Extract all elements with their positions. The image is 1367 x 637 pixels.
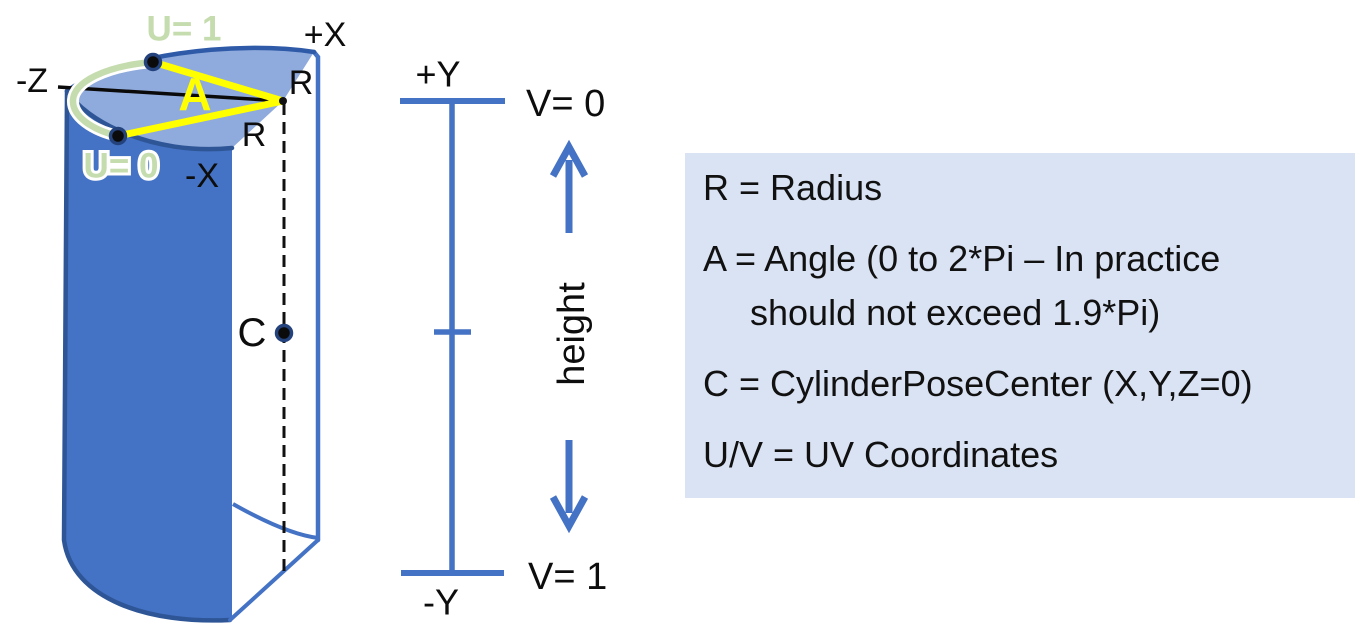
legend-item-radius: R = Radius — [703, 167, 883, 208]
point-u0 — [108, 126, 128, 146]
label-height: height — [551, 282, 593, 386]
down-arrow-head — [549, 495, 589, 534]
cylinder-body-outline — [61, 88, 233, 623]
label-plus-y: +Y — [415, 54, 460, 95]
uv-seam-arc — [69, 58, 157, 140]
bottom-back-arc — [232, 502, 319, 540]
cylinder-pose-center-point — [274, 323, 294, 343]
angle-radius-u1 — [149, 58, 287, 105]
label-u1: U= 1 — [147, 10, 222, 49]
label-center-c: C — [238, 311, 267, 355]
label-v1: V= 1 — [528, 556, 607, 598]
height-axis: +Y -Y V= 0 V= 1 height — [400, 54, 607, 623]
legend-box: R = Radius A = Angle (0 to 2*Pi – In pra… — [685, 153, 1355, 498]
legend-item-angle: A = Angle (0 to 2*Pi – In practice shoul… — [703, 232, 1345, 340]
point-u1 — [143, 52, 163, 72]
top-center-point — [279, 97, 287, 105]
legend-item-angle-line2: should not exceed 1.9*Pi) — [750, 292, 1161, 333]
legend-item-center: C = CylinderPoseCenter (X,Y,Z=0) — [703, 363, 1253, 404]
label-radius-front: R — [242, 116, 267, 154]
cut-bottom-edge — [228, 538, 320, 622]
legend-item-uv: U/V = UV Coordinates — [703, 434, 1059, 475]
label-plus-x: +X — [304, 16, 347, 54]
label-minus-x: -X — [185, 157, 219, 195]
up-arrow-head — [549, 139, 589, 178]
label-angle-a: A — [178, 68, 211, 120]
label-minus-y: -Y — [423, 582, 459, 623]
label-radius-top: R — [289, 64, 314, 102]
radius-line-to-minus-z — [57, 85, 284, 103]
label-u0: U= 0 — [84, 147, 159, 186]
cylinder-top-face — [67, 47, 314, 150]
label-minus-z: -Z — [16, 62, 48, 100]
cut-right-edge — [311, 49, 321, 543]
cylinder-body — [64, 91, 232, 621]
angle-radius-u0 — [114, 97, 287, 140]
legend-item-angle-line1: A = Angle (0 to 2*Pi – In practice — [703, 238, 1221, 279]
label-v0: V= 0 — [526, 83, 605, 125]
